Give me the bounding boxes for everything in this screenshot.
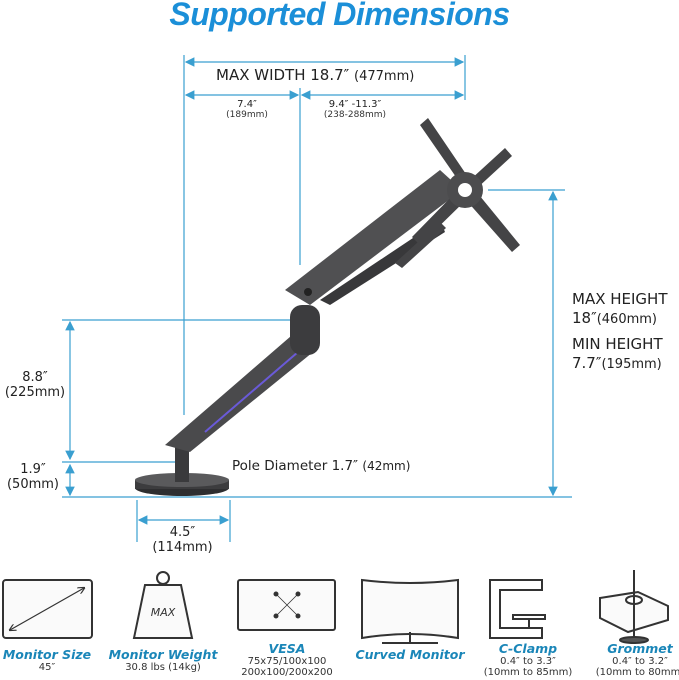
spec-value-vesa-2: 200x100/200x200 <box>241 667 333 678</box>
base-width-value: 4.5″ <box>169 525 196 540</box>
pole-diameter-metric: (42mm) <box>362 459 411 473</box>
max-width-label: MAX WIDTH 18.7″ (477mm) <box>216 66 414 84</box>
spec-label-grommet: Grommet <box>607 641 673 656</box>
spec-value-grommet-2: (10mm to 80mm) <box>595 667 679 678</box>
pole-diameter-value: Pole Diameter 1.7″ <box>232 458 359 474</box>
riser-label: 8.8″(225mm) <box>2 370 68 400</box>
max-height-metric: (460mm) <box>596 312 657 327</box>
inner-right-metric: (238-288mm) <box>323 110 387 120</box>
vesa-mount-plate <box>395 118 520 268</box>
base-width-label: 4.5″(114mm) <box>145 525 220 555</box>
min-height-inches: 7.7″ <box>572 354 602 372</box>
riser-value: 8.8″ <box>22 370 48 385</box>
spec-value-c-clamp-2: (10mm to 85mm) <box>483 667 573 678</box>
max-width-value: MAX WIDTH 18.7″ <box>216 66 350 84</box>
base-height-value: 1.9″ <box>20 462 46 477</box>
spec-value-monitor-size: 45″ <box>38 662 56 673</box>
min-height-value: 7.7″(195mm) <box>572 354 668 374</box>
base-height-metric: (50mm) <box>6 477 59 492</box>
spec-label-vesa: VESA <box>268 641 306 656</box>
height-labels: MAX HEIGHT 18″(460mm) MIN HEIGHT 7.7″(19… <box>572 290 668 374</box>
max-width-metric: (477mm) <box>354 69 415 84</box>
spec-value-grommet-1: 0.4″ to 3.2″ <box>612 656 668 667</box>
pole-diameter-label: Pole Diameter 1.7″ (42mm) <box>232 458 410 474</box>
inner-left-metric: (189mm) <box>226 110 268 120</box>
base-width-metric: (114mm) <box>152 540 213 555</box>
dimension-lines <box>62 55 572 542</box>
spec-label-monitor-size: Monitor Size <box>2 647 92 662</box>
max-height-value: 18″(460mm) <box>572 309 668 329</box>
spec-label-c-clamp: C-Clamp <box>498 641 558 656</box>
min-height-label: MIN HEIGHT <box>572 335 663 353</box>
inner-right-value: 9.4″ -11.3″ <box>328 99 382 110</box>
base-height-label: 1.9″(50mm) <box>0 462 66 492</box>
riser-metric: (225mm) <box>4 385 66 400</box>
max-height-inches: 18″ <box>572 309 597 327</box>
inner-left-label: 7.4″(189mm) <box>212 99 282 120</box>
page-title: Supported Dimensions <box>169 0 510 32</box>
monitor-arm <box>135 170 462 496</box>
inner-right-label: 9.4″ -11.3″(238-288mm) <box>310 99 400 120</box>
max-height-label: MAX HEIGHT <box>572 290 668 308</box>
spec-value-monitor-weight: 30.8 lbs (14kg) <box>125 662 201 673</box>
inner-left-value: 7.4″ <box>237 99 257 110</box>
spec-label-curved-monitor: Curved Monitor <box>355 647 465 662</box>
spec-value-c-clamp-1: 0.4″ to 3.3″ <box>500 656 556 667</box>
min-height-metric: (195mm) <box>601 357 662 372</box>
spec-value-vesa-1: 75x75/100x100 <box>247 656 327 667</box>
spec-label-monitor-weight: Monitor Weight <box>108 647 218 662</box>
